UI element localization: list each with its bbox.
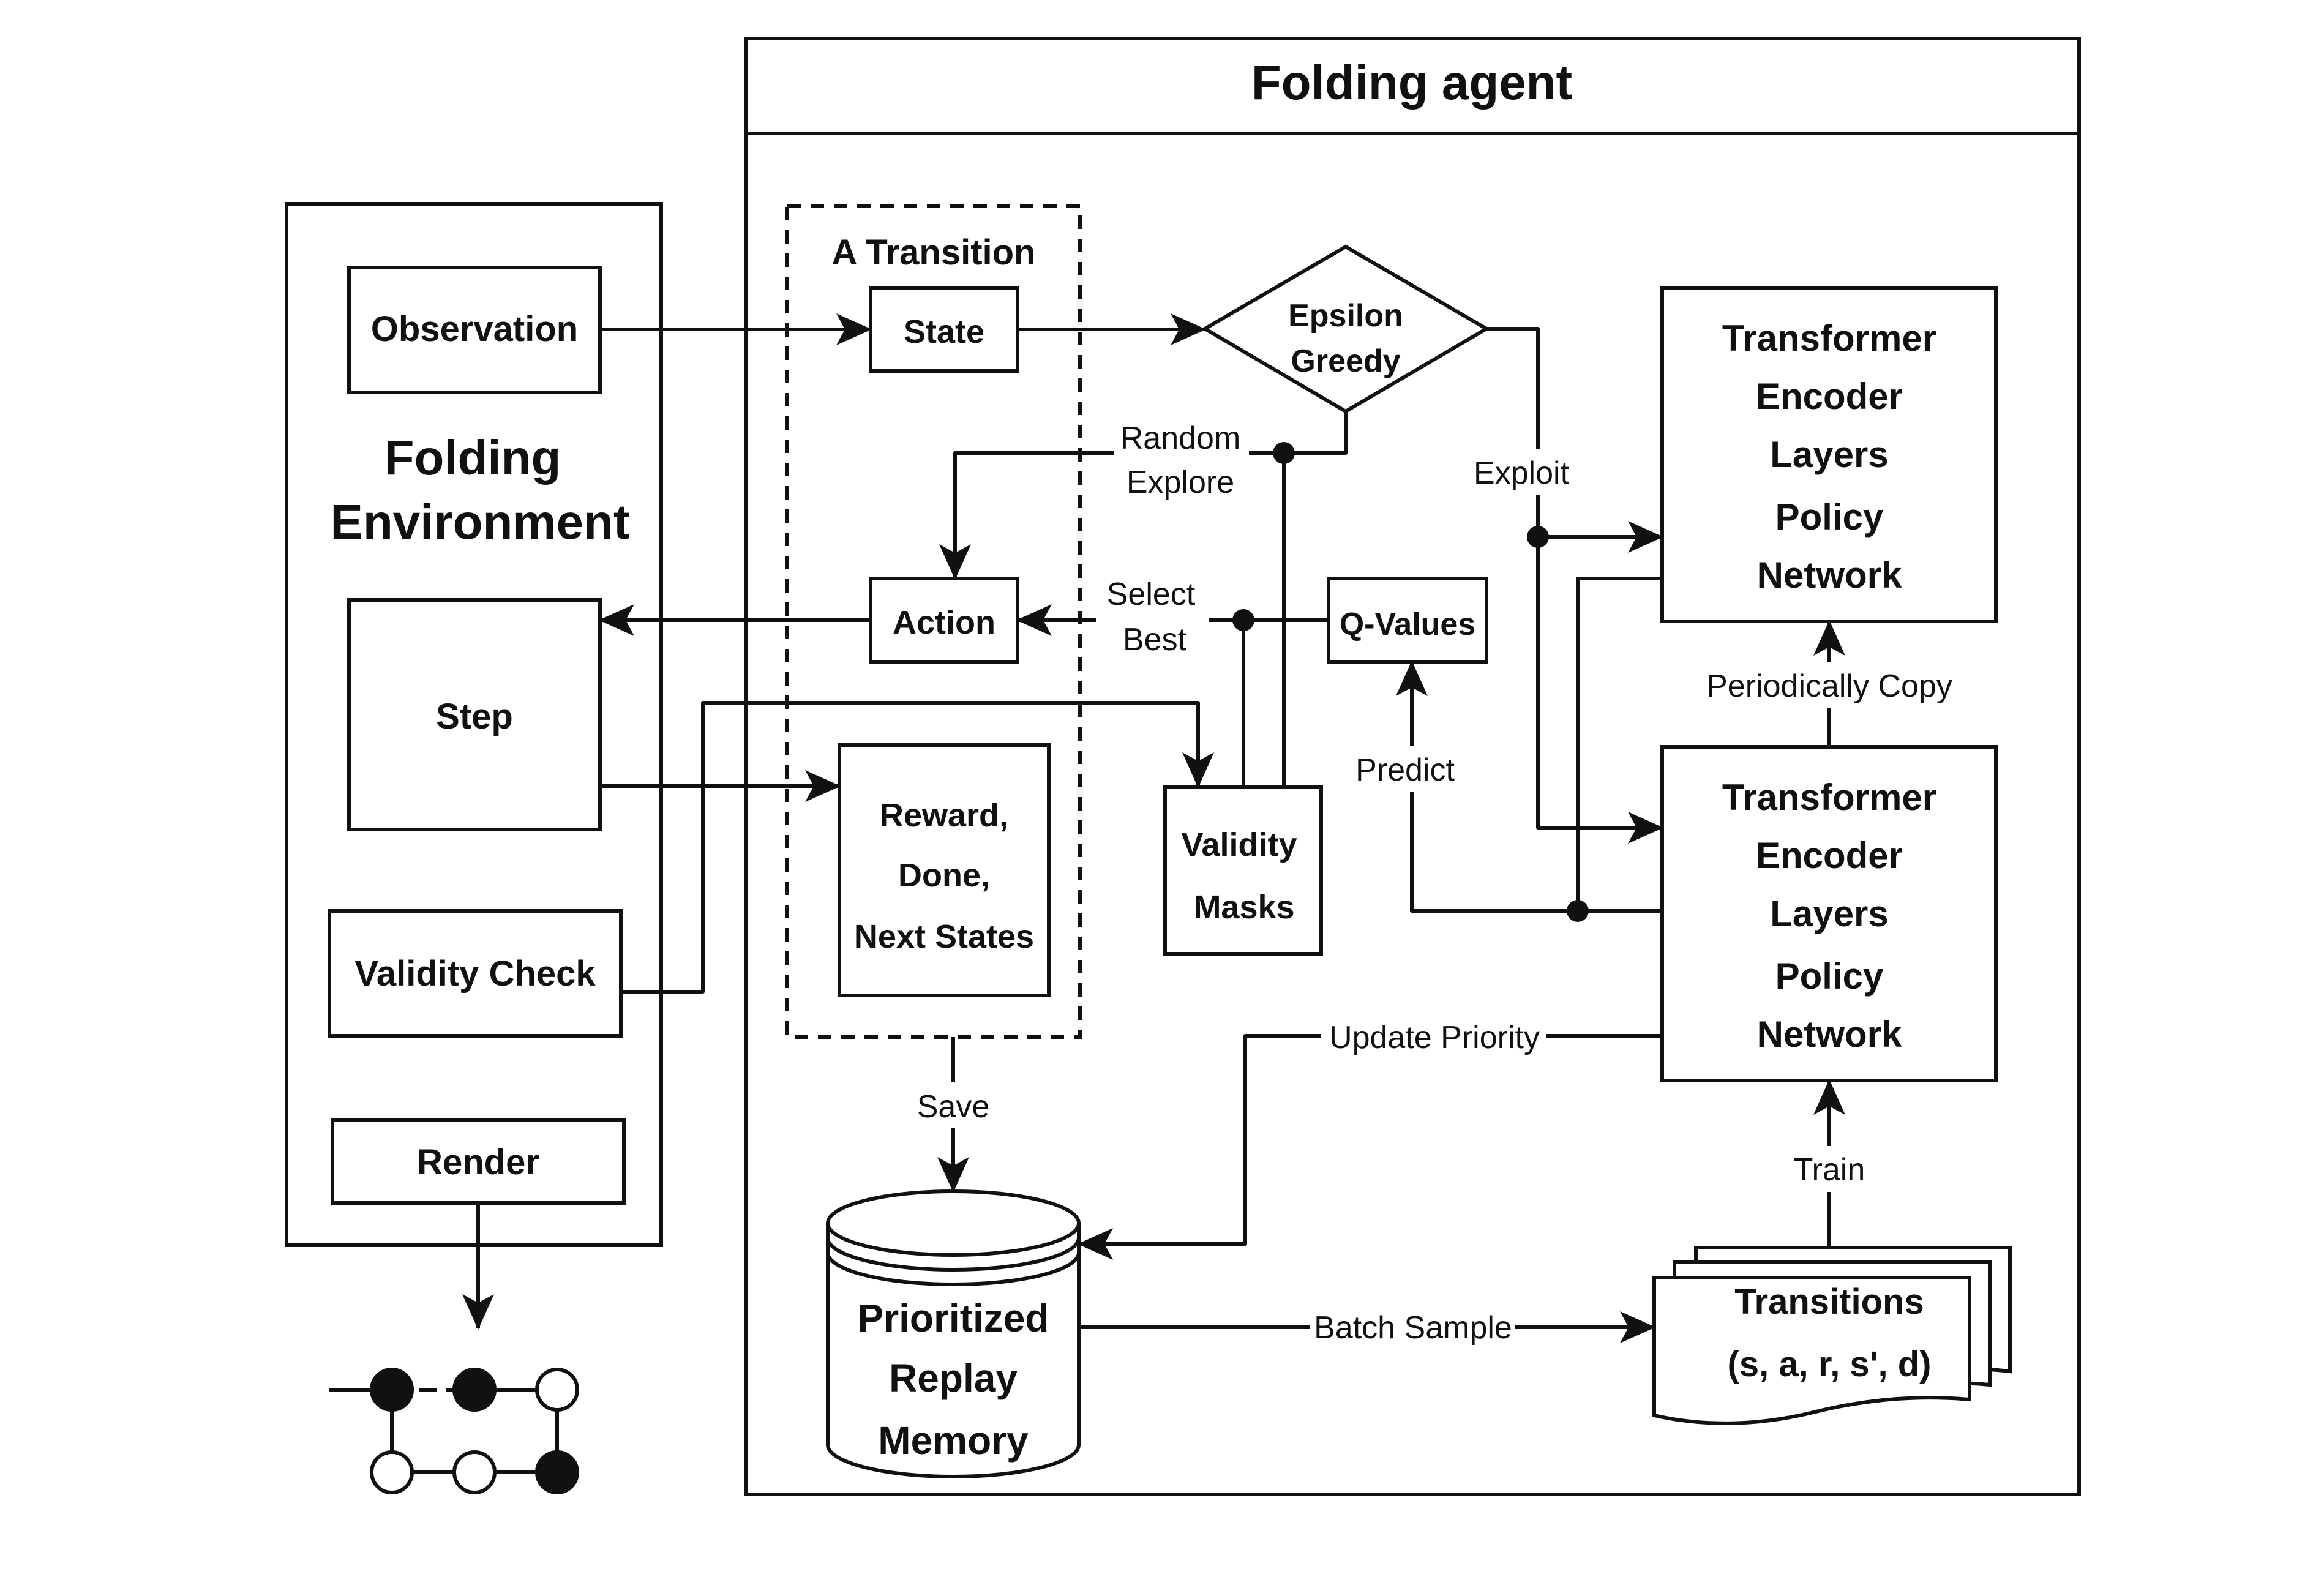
epsilon-line-2: Greedy: [1291, 343, 1400, 379]
target-network-line-2: Encoder: [1756, 376, 1903, 417]
lattice-node-bottom-2: [452, 1450, 497, 1494]
select-best-line-2: Best: [1123, 622, 1187, 657]
validity-masks-line-1: Validity: [1181, 826, 1297, 863]
render-lattice: [329, 1368, 579, 1494]
label-predict: Predict: [1347, 746, 1469, 792]
edge-exploit: [1486, 327, 1663, 844]
lattice-node-top-3: [535, 1368, 579, 1412]
action-label: Action: [893, 604, 995, 641]
validity-masks-line-2: Masks: [1193, 889, 1294, 926]
transitions-line-1: Transitions: [1734, 1282, 1924, 1322]
junction-explore: [1273, 442, 1295, 464]
q-values-label: Q-Values: [1340, 607, 1476, 642]
observation-label: Observation: [371, 309, 578, 349]
exploit-label: Exploit: [1474, 455, 1570, 491]
target-network-line-4: Policy: [1775, 496, 1884, 538]
replay-memory-line-2: Replay: [889, 1356, 1018, 1400]
policy-network-line-3: Layers: [1770, 893, 1888, 934]
reward-line-2: Done,: [898, 857, 990, 894]
render-box: Render: [331, 1118, 626, 1205]
state-label: State: [904, 313, 984, 350]
q-values-box: Q-Values: [1327, 577, 1488, 664]
validity-check-box: Validity Check: [328, 909, 623, 1038]
agent-title: Folding agent: [1251, 55, 1572, 110]
step-box: Step: [347, 598, 602, 831]
random-explore-line-1: Random: [1120, 421, 1241, 456]
state-box: State: [869, 286, 1019, 373]
validity-check-label: Validity Check: [354, 954, 596, 994]
label-save: Save: [906, 1082, 1001, 1128]
transitions-documents: Transitions (s, a, r, s', d): [1652, 1246, 2012, 1425]
target-network-line-5: Network: [1757, 555, 1902, 596]
epsilon-line-1: Epsilon: [1288, 298, 1403, 334]
label-train: Train: [1785, 1146, 1873, 1192]
transitions-line-2: (s, a, r, s', d): [1728, 1344, 1932, 1384]
environment-title-line2: Environment: [331, 495, 630, 549]
replay-memory-cylinder: Prioritized Replay Memory: [826, 1189, 1081, 1478]
observation-box: Observation: [347, 266, 602, 394]
predict-label: Predict: [1355, 752, 1455, 788]
step-label: Step: [436, 697, 513, 736]
replay-memory-line-3: Memory: [878, 1418, 1029, 1463]
reward-line-1: Reward,: [880, 797, 1008, 834]
policy-network-line-4: Policy: [1775, 956, 1884, 997]
target-network-line-3: Layers: [1770, 434, 1888, 475]
lattice-node-top-1: [370, 1368, 414, 1412]
target-network-line-1: Transformer: [1722, 318, 1936, 359]
render-label: Render: [417, 1142, 539, 1182]
batch-sample-label: Batch Sample: [1314, 1310, 1512, 1346]
policy-network-line-5: Network: [1757, 1014, 1902, 1055]
edge-validity-check-masks: [621, 701, 1214, 994]
lattice-node-bottom-3: [535, 1450, 579, 1494]
label-exploit: Exploit: [1469, 449, 1601, 495]
reward-box: Reward, Done, Next States: [838, 743, 1051, 997]
junction-predict: [1567, 900, 1589, 922]
train-label: Train: [1794, 1152, 1865, 1188]
lattice-node-top-2: [452, 1368, 497, 1412]
select-best-line-1: Select: [1107, 577, 1196, 612]
validity-masks-box: Validity Masks: [1163, 785, 1323, 956]
label-random-explore: Random Explore: [1114, 416, 1249, 505]
random-explore-line-2: Explore: [1126, 465, 1234, 500]
label-select-best: Select Best: [1096, 572, 1209, 664]
action-box: Action: [869, 577, 1019, 664]
junction-select: [1232, 609, 1254, 631]
label-periodically-copy: Periodically Copy: [1696, 662, 1962, 708]
policy-network-line-2: Encoder: [1756, 835, 1903, 876]
policy-network-box: Transformer Encoder Layers Policy Networ…: [1660, 745, 1998, 1082]
junction-exploit: [1527, 526, 1549, 548]
periodically-copy-label: Periodically Copy: [1706, 669, 1952, 704]
edge-target-down: [1576, 577, 1662, 911]
label-update-priority: Update Priority: [1321, 1013, 1546, 1059]
target-network-box: Transformer Encoder Layers Policy Networ…: [1660, 286, 1998, 623]
environment-title-line1: Folding: [384, 430, 561, 485]
label-batch-sample: Batch Sample: [1310, 1304, 1515, 1350]
replay-memory-line-1: Prioritized: [858, 1296, 1049, 1340]
reward-line-3: Next States: [854, 918, 1034, 955]
policy-network-line-1: Transformer: [1722, 777, 1936, 818]
save-label: Save: [917, 1089, 990, 1125]
lattice-node-bottom-1: [370, 1450, 414, 1494]
transition-title: A Transition: [832, 233, 1036, 272]
update-priority-label: Update Priority: [1329, 1020, 1540, 1055]
